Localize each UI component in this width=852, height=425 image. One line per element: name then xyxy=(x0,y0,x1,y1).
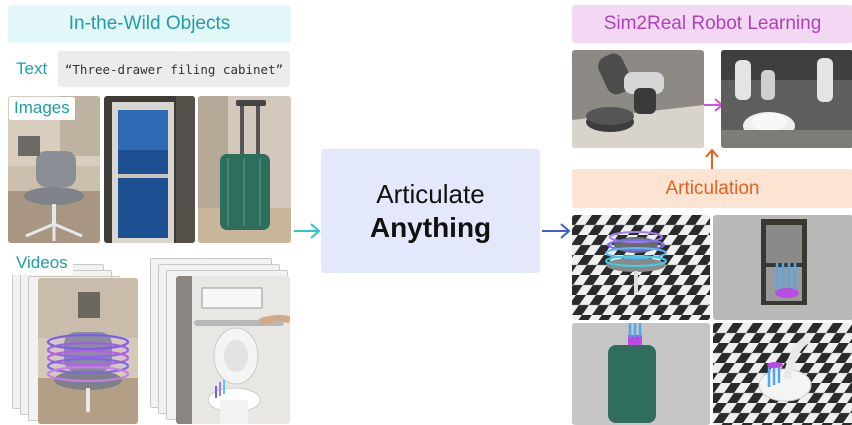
sim-chair-image xyxy=(572,215,710,320)
real-robot-image xyxy=(721,50,852,148)
arrow-up-icon xyxy=(705,148,719,169)
center-title-line1: Articulate xyxy=(376,178,485,209)
text-label: Text xyxy=(16,59,48,78)
left-panel-title: In-the-Wild Objects xyxy=(8,5,291,43)
window-photo xyxy=(104,96,195,243)
center-title-line2: Anything xyxy=(369,211,492,243)
arrow-right-icon xyxy=(294,223,321,239)
suitcase-photo xyxy=(198,96,291,243)
toilet-video-frame xyxy=(176,276,290,424)
chair-photo xyxy=(8,96,100,243)
images-label: Images xyxy=(9,97,75,120)
sim-robot-image xyxy=(572,50,704,148)
sim-suitcase-image xyxy=(572,323,710,425)
sim-window-image xyxy=(713,215,852,320)
articulation-label: Articulation xyxy=(572,169,852,208)
arrow-right-icon xyxy=(542,223,571,239)
chair-video-frame xyxy=(38,278,138,424)
text-prompt-box: “Three-drawer filing cabinet” xyxy=(58,51,290,87)
articulate-anything-box: Articulate Anything xyxy=(321,149,540,273)
videos-label: Videos xyxy=(11,252,73,275)
right-panel-title: Sim2Real Robot Learning xyxy=(572,5,852,43)
sim-toilet-image xyxy=(713,323,852,425)
